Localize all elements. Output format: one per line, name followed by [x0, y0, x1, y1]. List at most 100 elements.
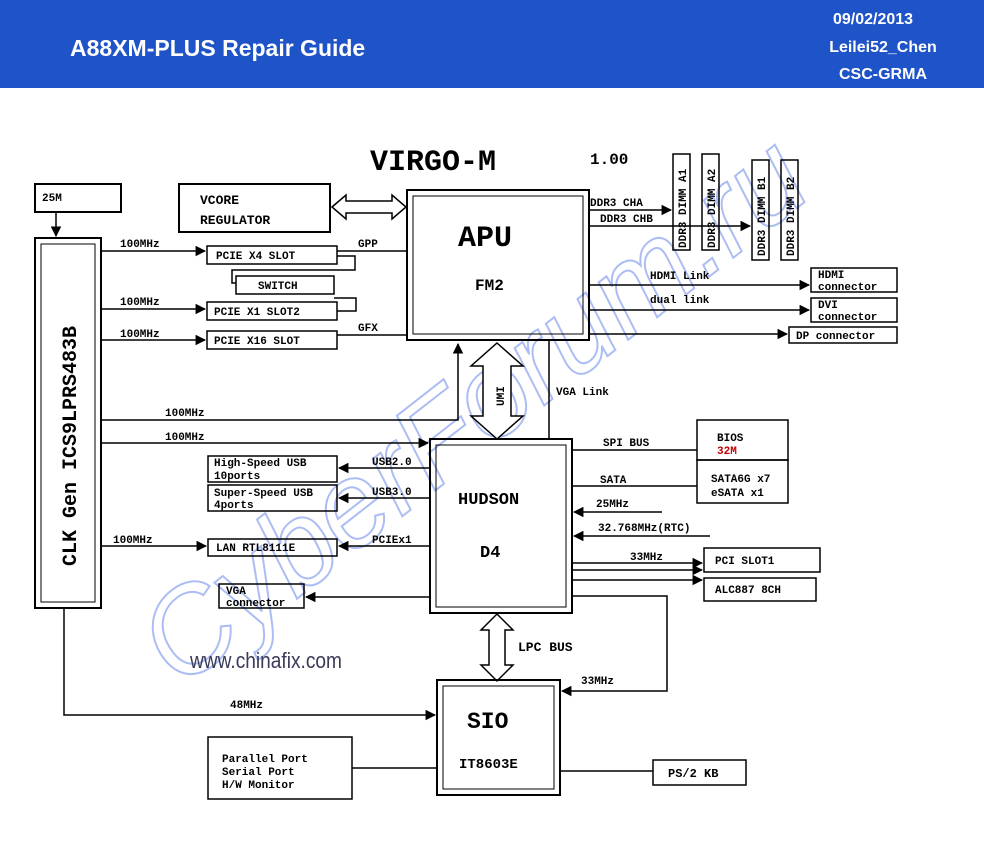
- sio-left-line2: Serial Port: [222, 767, 295, 779]
- audio-box: [703, 577, 817, 602]
- page-title: A88XM-PLUS Repair Guide: [70, 35, 366, 61]
- header-dept: CSC-GRMA: [839, 66, 927, 83]
- clk-label-pcie-x16: 100MHz: [120, 329, 160, 341]
- header-bar: A88XM-PLUS Repair Guide 09/02/2013 Leile…: [0, 0, 984, 88]
- usb2-box: [207, 455, 338, 483]
- pcie-x4-label: PCIE X4 SLOT: [216, 251, 296, 263]
- pcie-x16-label: PCIE X16 SLOT: [214, 336, 300, 348]
- header-author: Leilei52_Chen: [829, 39, 937, 56]
- hdmi-connector-box: [810, 267, 898, 293]
- gpp-label: GPP: [358, 239, 378, 251]
- hudson-inner: [435, 444, 567, 608]
- usb3-label: USB3.0: [372, 487, 412, 499]
- dp-label: DP connector: [796, 331, 875, 343]
- vga-line2: connector: [226, 598, 285, 610]
- usb3-line2: 4ports: [214, 500, 254, 512]
- clk-gen-label: CLK Gen ICS9LPRS483B: [60, 326, 83, 566]
- sio-outer: [436, 679, 561, 796]
- gfx-label: GFX: [358, 323, 378, 335]
- dual-link-label: dual link: [650, 295, 710, 307]
- vcore-apu-arrow: [330, 193, 408, 221]
- dp-connector-box: [788, 326, 898, 344]
- audio-label: ALC887 8CH: [715, 585, 781, 597]
- vcore-box: [178, 183, 331, 233]
- usb2-line2: 10ports: [214, 471, 260, 483]
- vga-line1: VGA: [226, 586, 246, 598]
- pci-slot-box: [703, 547, 821, 573]
- vcore-line1: VCORE: [200, 193, 239, 208]
- pcie-x1-label: PCIE X1 SLOT2: [214, 307, 300, 319]
- clk-label-pcie-x1: 100MHz: [120, 297, 160, 309]
- dimm-b1: [751, 159, 770, 261]
- clk-label-apu: 100MHz: [165, 408, 205, 420]
- pci-slot-label: PCI SLOT1: [715, 556, 775, 568]
- lan-box: [207, 538, 338, 557]
- clk-line-sio: [63, 608, 437, 721]
- clk-osc-label: 25M: [42, 193, 62, 205]
- switch-box: [235, 275, 335, 295]
- sio-clk-line: [560, 595, 668, 697]
- chinafix-watermark: www.chinafix.com: [189, 648, 342, 673]
- diagram-title: VIRGO-M: [370, 146, 496, 180]
- dimm-a2: [701, 153, 720, 251]
- dimm-b1-label: DDR3 DIMM B1: [757, 176, 769, 256]
- x4-switch-line: [231, 255, 356, 284]
- dvi-line1: DVI: [818, 300, 838, 312]
- usb3-box: [207, 484, 338, 512]
- usb3-line1: Super-Speed USB: [214, 488, 313, 500]
- hdmi-line2: connector: [818, 282, 877, 294]
- hdmi-line1: HDMI: [818, 270, 844, 282]
- lpc-bus-label: LPC BUS: [518, 640, 573, 655]
- hudson-rev: D4: [480, 544, 500, 563]
- dvi-connector-box: [810, 297, 898, 323]
- clk-label-pcie-x4: 100MHz: [120, 239, 160, 251]
- apu-socket: FM2: [475, 277, 504, 295]
- switch-x1-line: [334, 297, 357, 312]
- hdmi-link-label: HDMI Link: [650, 271, 710, 283]
- ps2-box: [652, 759, 747, 786]
- usb2-line1: High-Speed USB: [214, 458, 307, 470]
- vga-connector-box: [218, 583, 305, 609]
- sio-inner: [442, 685, 555, 790]
- clk-osc-box: [34, 183, 122, 213]
- apu-inner: [412, 195, 584, 335]
- sio-chip: IT8603E: [459, 757, 518, 773]
- sata-line2: eSATA x1: [711, 488, 764, 500]
- dvi-line2: connector: [818, 312, 877, 324]
- clk-gen-outer: [34, 237, 102, 609]
- hudson-label: HUDSON: [458, 491, 519, 510]
- umi-label: UMI: [496, 386, 508, 406]
- dimm-b2-label: DDR3 DIMM B2: [786, 177, 798, 256]
- sio-left-line3: H/W Monitor: [222, 780, 295, 792]
- header-date: 09/02/2013: [832, 11, 914, 28]
- pcie-x16-slot: [206, 330, 338, 350]
- pciex1-label: PCIEx1: [372, 535, 412, 547]
- clk-label-lan: 100MHz: [113, 535, 153, 547]
- bios-size: 32M: [717, 446, 737, 458]
- lpc-bus-arrow: [479, 612, 515, 683]
- usb2-label: USB2.0: [372, 457, 412, 469]
- dimm-a1: [672, 153, 691, 251]
- clk25-label: 25MHz: [596, 499, 629, 511]
- sata-line1: SATA6G x7: [711, 474, 770, 486]
- switch-label: SWITCH: [258, 281, 298, 293]
- lan-label: LAN RTL8111E: [216, 543, 296, 555]
- pci-clk-label: 33MHz: [630, 552, 663, 564]
- clk-label-hudson: 100MHz: [165, 432, 205, 444]
- dimm-b2: [780, 159, 799, 261]
- block-diagram: CyberForum.ru VIRGO-M 1.00 25M CLK Gen I…: [34, 107, 898, 800]
- dimm-a2-label: DDR3 DIMM A2: [707, 169, 719, 248]
- dimm-a1-label: DDR3 DIMM A1: [678, 168, 690, 248]
- apu-label: APU: [458, 222, 512, 256]
- spi-bus-label: SPI BUS: [603, 438, 650, 450]
- sata-box: [696, 459, 789, 504]
- sio-left-line1: Parallel Port: [222, 754, 308, 766]
- rtc-label: 32.768MHz(RTC): [598, 523, 690, 535]
- clk-label-sio: 48MHz: [230, 700, 263, 712]
- ps2-label: PS/2 KB: [668, 767, 718, 781]
- clk-line-apu: [101, 342, 464, 421]
- vcore-line2: REGULATOR: [200, 213, 270, 228]
- hudson-outer: [429, 438, 573, 614]
- ddr3-cha-label: DDR3 CHA: [590, 198, 643, 210]
- sio-label: SIO: [467, 709, 508, 735]
